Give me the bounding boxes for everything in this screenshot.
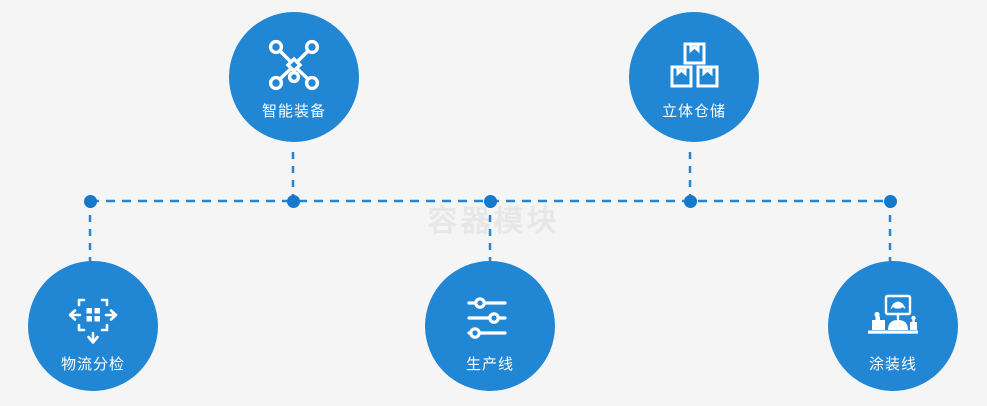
node-label-production-line: 生产线	[465, 355, 514, 373]
stacked-boxes-icon	[667, 38, 721, 92]
junction-dot-stereoscopic-warehouse[interactable]	[683, 194, 697, 208]
node-stereoscopic-warehouse[interactable]: 立体仓储	[629, 12, 759, 142]
node-label-painting-line: 涂装线	[868, 355, 917, 373]
junction-dot-painting-line[interactable]	[883, 194, 897, 208]
node-label-logistics-sorting: 物流分检	[60, 355, 125, 373]
node-production-line[interactable]: 生产线	[425, 261, 555, 391]
junction-dot-smart-equipment[interactable]	[286, 194, 300, 208]
node-smart-equipment[interactable]: 智能装备	[229, 12, 359, 142]
node-label-stereoscopic-warehouse: 立体仓储	[661, 102, 726, 120]
network-nodes-icon	[267, 38, 321, 92]
node-painting-line[interactable]: 涂装线	[828, 261, 958, 391]
junction-dot-logistics-sorting[interactable]	[83, 194, 97, 208]
node-label-smart-equipment: 智能装备	[261, 102, 326, 120]
sorting-arrows-icon	[66, 291, 120, 345]
node-logistics-sorting[interactable]: 物流分检	[28, 261, 158, 391]
watermark-text: 容器模块	[427, 204, 560, 239]
sliders-icon	[463, 291, 517, 345]
junction-dot-production-line[interactable]	[483, 194, 497, 208]
paint-booth-icon	[866, 291, 920, 345]
